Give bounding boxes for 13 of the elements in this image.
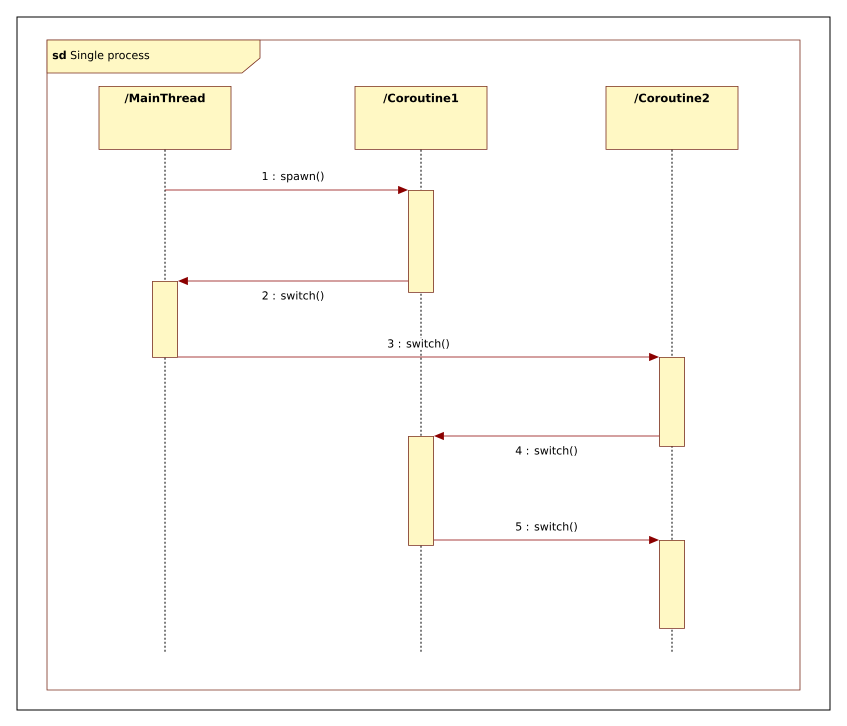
message-label: 4 : switch(): [514, 445, 579, 457]
lifeline-head: /MainThread: [98, 86, 232, 150]
message-label: 1 : spawn(): [260, 170, 326, 184]
message-label: 2 : switch(): [260, 290, 326, 302]
lifeline-head: /Coroutine2: [606, 86, 738, 150]
activation-bar: [659, 540, 685, 629]
activation-bar: [659, 357, 685, 447]
message-label: 3 : switch(): [386, 338, 451, 350]
activation-bar: [152, 281, 178, 358]
activation-bar: [408, 436, 434, 546]
activation-bar: [408, 190, 434, 293]
lifeline-head: /Coroutine1: [354, 86, 488, 150]
message-label: 5 : switch(): [514, 521, 579, 533]
